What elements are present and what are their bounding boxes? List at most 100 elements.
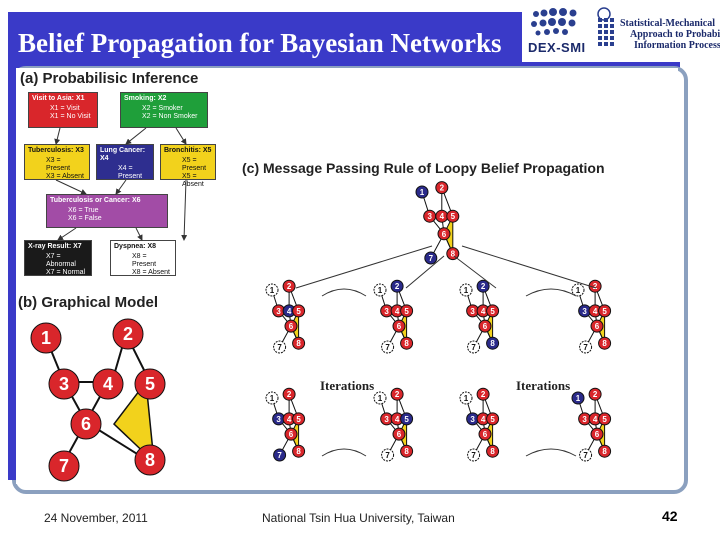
branch-arrow-2 — [405, 255, 445, 289]
iter-graph-2-node-2 — [390, 279, 404, 293]
iter-graph-1-label-6: 6 — [289, 322, 294, 331]
var-box-x8: Dyspnea: X8 X8 = Present X8 = Absent — [110, 240, 176, 276]
iter-graph-8-node-7 — [579, 448, 593, 462]
figure: (a) Probabilisic Inference Visit to Asia… — [16, 68, 678, 484]
iter-graph-2-node-6 — [392, 319, 406, 333]
left-accent-bar — [8, 70, 16, 480]
iter-graph-2-node-7 — [381, 340, 395, 354]
iter-graph-5-label-5: 5 — [296, 415, 301, 424]
iteration-arrow-1 — [321, 288, 367, 297]
heading-c: (c) Message Passing Rule of Loopy Belief… — [242, 160, 605, 176]
iter-graph-5-node-2 — [282, 387, 296, 401]
logo-dots-icon — [531, 7, 614, 46]
iter-graph-7-label-6: 6 — [483, 430, 488, 439]
top-graph-node-5 — [446, 209, 460, 223]
iter-graph-3-label-2: 2 — [481, 282, 486, 291]
iter-graph-5-label-4: 4 — [287, 415, 292, 424]
iter-graph-4-label-5: 5 — [602, 307, 607, 316]
iter-graph-7-label-1: 1 — [464, 394, 469, 403]
iter-graph-6-label-6: 6 — [397, 430, 402, 439]
iter-graph-5-node-5 — [292, 412, 306, 426]
iter-graph-3-label-6: 6 — [483, 322, 488, 331]
iter-graph-2-node-8 — [400, 336, 414, 350]
iter-graph-3-node-1 — [459, 283, 473, 297]
iter-graph-1-node-6 — [284, 319, 298, 333]
iter-graph-4-label-2: 2 — [593, 282, 598, 291]
iter-graph-2-label-7: 7 — [385, 343, 390, 352]
iter-graph-8-node-8 — [598, 444, 612, 458]
iter-graph-7-label-7: 7 — [471, 451, 476, 460]
iter-graph-6-label-1: 1 — [378, 394, 383, 403]
diagram-graphics — [54, 127, 188, 241]
model-node-3: 3 — [59, 374, 69, 394]
iter-graph-2-label-6: 6 — [397, 322, 402, 331]
iter-graph-5-label-6: 6 — [289, 430, 294, 439]
branch-arrow-1 — [295, 245, 433, 289]
iter-graph-8-label-2: 2 — [593, 390, 598, 399]
iteration-arrow-4 — [525, 448, 577, 457]
iter-graph-7-label-5: 5 — [490, 415, 495, 424]
footer-institution: National Tsin Hua University, Taiwan — [262, 511, 455, 525]
iter-graph-3-label-1: 1 — [464, 286, 469, 295]
iter-graph-8-label-6: 6 — [595, 430, 600, 439]
iter-graph-2-node-1 — [373, 283, 387, 297]
iter-graph-1-node-7 — [273, 340, 287, 354]
iter-graph-8-label-3: 3 — [582, 415, 587, 424]
iter-graph-2-label-8: 8 — [404, 339, 409, 348]
iter-graph-6-node-1 — [373, 391, 387, 405]
iter-graph-2-label-1: 1 — [378, 286, 383, 295]
iter-graph-5-label-7: 7 — [277, 451, 282, 460]
iter-graph-8-label-7: 7 — [583, 451, 588, 460]
heading-a: (a) Probabilisic Inference — [20, 70, 199, 87]
iter-graph-5-node-7 — [273, 448, 287, 462]
iter-graph-6-node-5 — [400, 412, 414, 426]
iter-graph-5-node-6 — [284, 427, 298, 441]
iterations-label-right: Iterations — [516, 378, 571, 393]
iter-graph-7-label-4: 4 — [481, 415, 486, 424]
iter-graph-8-node-6 — [590, 427, 604, 441]
iter-graph-3-node-2 — [476, 279, 490, 293]
top-graph-node-6 — [437, 227, 451, 241]
iter-graph-4-node-1 — [571, 283, 585, 297]
iter-graph-4-node-6 — [590, 319, 604, 333]
logo-line-1: Statistical-Mechanical — [620, 18, 715, 29]
branch-arrow-3 — [453, 255, 497, 289]
iter-graph-6-node-6 — [392, 427, 406, 441]
iter-graph-6-label-7: 7 — [385, 451, 390, 460]
iter-graph-3-node-8 — [486, 336, 500, 350]
iter-graph-8-label-5: 5 — [602, 415, 607, 424]
iter-graph-1-node-5 — [292, 304, 306, 318]
top-graph-label-7: 7 — [429, 254, 434, 263]
heading-b: (b) Graphical Model — [18, 294, 159, 311]
model-node-1: 1 — [41, 328, 51, 348]
iter-graph-6-node-2 — [390, 387, 404, 401]
iter-graph-4-node-7 — [579, 340, 593, 354]
iter-graph-3-node-6 — [478, 319, 492, 333]
top-graph-label-3: 3 — [427, 212, 432, 221]
iter-graph-8-node-5 — [598, 412, 612, 426]
iter-graph-1-label-5: 5 — [296, 307, 301, 316]
top-graph-label-6: 6 — [442, 230, 447, 239]
iter-graph-8-label-4: 4 — [593, 415, 598, 424]
iter-graph-2-label-4: 4 — [395, 307, 400, 316]
iter-graph-6-node-8 — [400, 444, 414, 458]
iteration-arrow-3 — [525, 288, 577, 297]
iter-graph-2-label-5: 5 — [404, 307, 409, 316]
iter-graph-3-label-7: 7 — [471, 343, 476, 352]
logo-dex-text: DEX-SMI — [528, 40, 586, 55]
iter-graph-6-node-7 — [381, 448, 395, 462]
iter-graph-5-label-8: 8 — [296, 447, 301, 456]
iter-graph-2-label-2: 2 — [395, 282, 400, 291]
iter-graph-2-node-5 — [400, 304, 414, 318]
iter-graph-3-label-3: 3 — [470, 307, 475, 316]
iter-graph-7-label-8: 8 — [490, 447, 495, 456]
model-node-7: 7 — [59, 456, 69, 476]
var-box-x4: Lung Cancer: X4 X4 = Present X4 = Absent — [96, 144, 154, 196]
model-nodes — [30, 318, 166, 482]
